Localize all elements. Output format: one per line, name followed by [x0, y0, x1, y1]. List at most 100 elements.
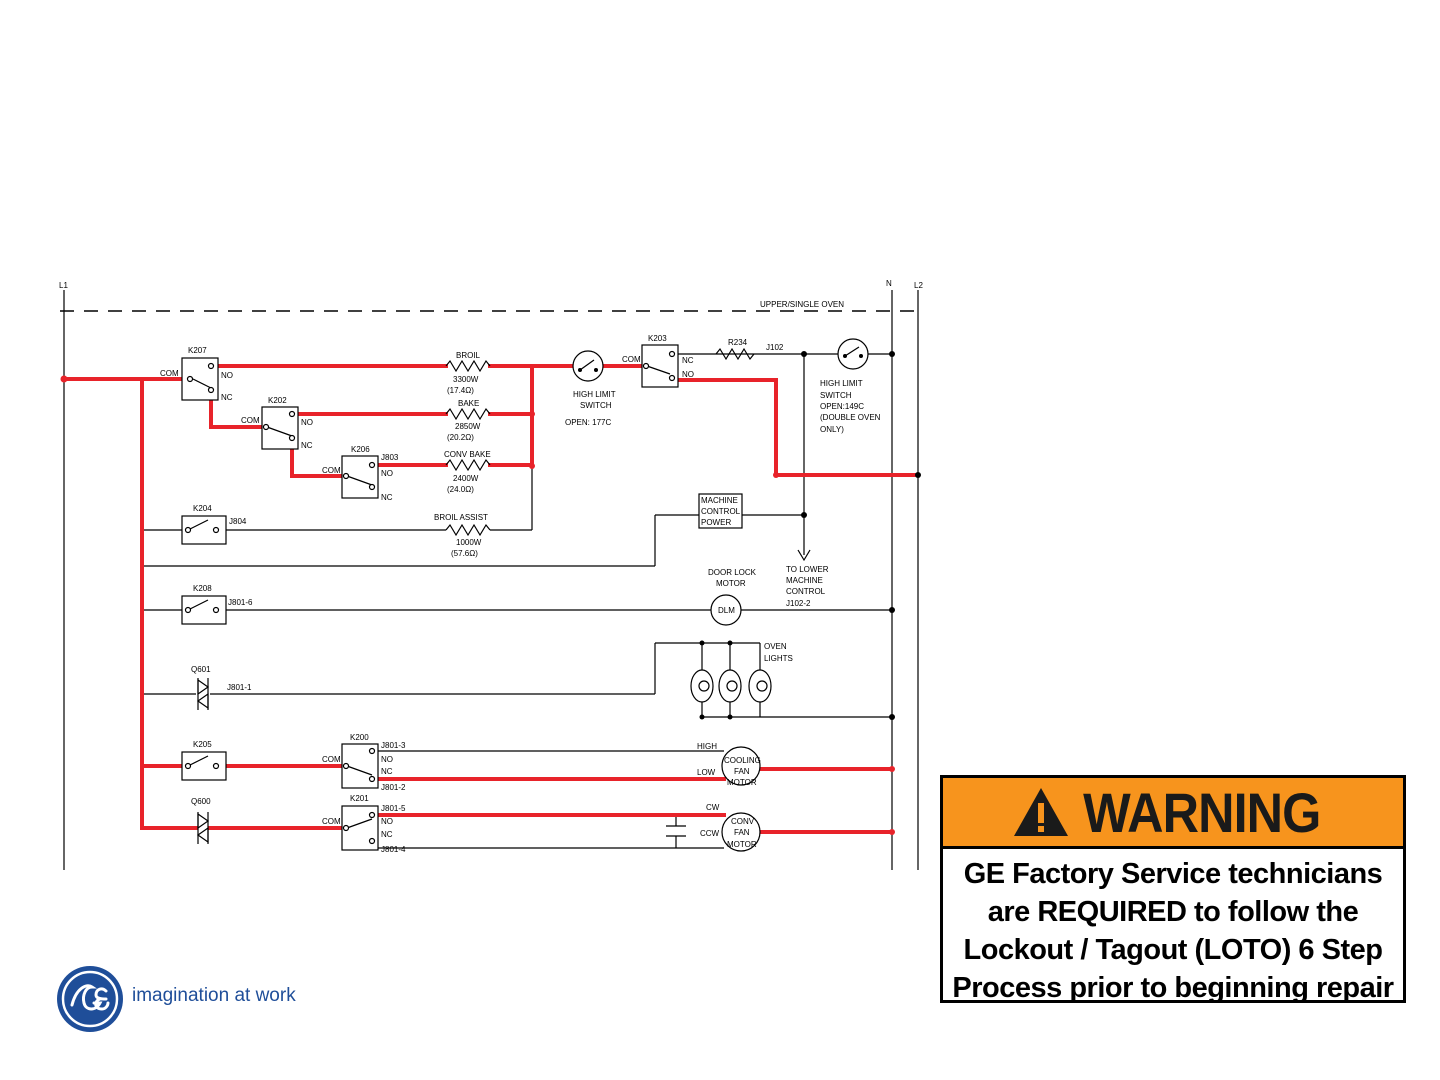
svg-text:NO: NO	[682, 370, 694, 379]
svg-text:3300W: 3300W	[453, 375, 479, 384]
element-broil-assist: BROIL ASSIST 1000W (57.6Ω)	[434, 513, 491, 558]
svg-text:BROIL ASSIST: BROIL ASSIST	[434, 513, 488, 522]
svg-text:J801-4: J801-4	[381, 845, 406, 854]
l1-label: L1	[59, 281, 68, 290]
svg-text:J801-2: J801-2	[381, 783, 406, 792]
svg-text:R234: R234	[728, 338, 748, 347]
svg-text:CONV: CONV	[731, 817, 755, 826]
svg-text:J801-1: J801-1	[227, 683, 252, 692]
svg-text:LIGHTS: LIGHTS	[764, 654, 793, 663]
svg-text:ONLY): ONLY)	[820, 425, 844, 434]
svg-text:NO: NO	[381, 755, 393, 764]
section-label: UPPER/SINGLE OVEN	[760, 300, 844, 309]
svg-text:BAKE: BAKE	[458, 399, 479, 408]
svg-text:FAN: FAN	[734, 828, 750, 837]
svg-text:SWITCH: SWITCH	[820, 391, 852, 400]
svg-text:MACHINE: MACHINE	[701, 496, 738, 505]
svg-text:TO LOWER: TO LOWER	[786, 565, 829, 574]
relay-k205: K205	[181, 740, 227, 781]
svg-text:NC: NC	[221, 393, 233, 402]
svg-text:COM: COM	[160, 369, 179, 378]
convection-fan-motor: CONV FAN MOTOR CW CCW	[700, 803, 761, 852]
svg-text:COM: COM	[322, 755, 341, 764]
relay-k200: K200 COM J801-3 NO NC J801-2	[322, 733, 406, 792]
svg-text:COM: COM	[322, 817, 341, 826]
svg-text:MACHINE: MACHINE	[786, 576, 823, 585]
svg-text:DLM: DLM	[718, 606, 735, 615]
svg-text:(57.6Ω): (57.6Ω)	[451, 549, 478, 558]
l2-label: L2	[914, 281, 923, 290]
svg-text:J102-2: J102-2	[786, 599, 811, 608]
svg-text:HIGH LIMIT: HIGH LIMIT	[573, 390, 616, 399]
svg-text:SWITCH: SWITCH	[580, 401, 612, 410]
svg-text:COM: COM	[622, 355, 641, 364]
svg-text:K204: K204	[193, 504, 212, 513]
svg-text:OPEN:149C: OPEN:149C	[820, 402, 864, 411]
svg-text:CONV BAKE: CONV BAKE	[444, 450, 491, 459]
high-limit-switch-177c: HIGH LIMIT SWITCH OPEN: 177C	[565, 350, 616, 427]
loto-warning-box: WARNING GE Factory Service technicians a…	[940, 775, 1406, 1004]
warning-header: WARNING	[943, 778, 1403, 849]
svg-text:J801-6: J801-6	[228, 598, 253, 607]
relay-k208: K208 J801-6	[181, 584, 253, 625]
svg-text:LOW: LOW	[697, 768, 716, 777]
resistor-r234: R234 J102	[715, 338, 784, 361]
svg-text:NO: NO	[301, 418, 313, 427]
svg-text:(24.0Ω): (24.0Ω)	[447, 485, 474, 494]
door-lock-motor: DLM DOOR LOCK MOTOR	[708, 568, 757, 626]
element-conv-bake: CONV BAKE 2400W (24.0Ω)	[444, 450, 491, 494]
high-limit-switch-149c: HIGH LIMIT SWITCH OPEN:149C (DOUBLE OVEN…	[820, 338, 881, 434]
relay-k204: K204 J804	[181, 504, 247, 545]
svg-text:K206: K206	[351, 445, 370, 454]
svg-text:Q601: Q601	[191, 665, 211, 674]
svg-text:COOLING: COOLING	[724, 756, 761, 765]
triac-q600: Q600	[191, 797, 211, 844]
svg-text:2400W: 2400W	[453, 474, 479, 483]
svg-text:NO: NO	[221, 371, 233, 380]
svg-text:OPEN: 177C: OPEN: 177C	[565, 418, 611, 427]
svg-text:HIGH LIMIT: HIGH LIMIT	[820, 379, 863, 388]
oven-lights: OVEN LIGHTS	[690, 642, 793, 703]
element-bake: BAKE 2850W (20.2Ω)	[445, 399, 491, 442]
relay-k203: K203 COM NC NO	[622, 334, 694, 388]
svg-text:2850W: 2850W	[455, 422, 481, 431]
svg-text:CONTROL: CONTROL	[701, 507, 741, 516]
svg-text:FAN: FAN	[734, 767, 750, 776]
svg-text:K201: K201	[350, 794, 369, 803]
cooling-fan-motor: COOLING FAN MOTOR HIGH LOW	[697, 742, 761, 787]
svg-text:K202: K202	[268, 396, 287, 405]
to-lower-machine-control: TO LOWER MACHINE CONTROL J102-2	[786, 565, 829, 608]
svg-text:CONTROL: CONTROL	[786, 587, 826, 596]
svg-text:K208: K208	[193, 584, 212, 593]
relay-k207: K207 COM NO NC	[160, 346, 233, 402]
triac-q601: Q601 J801-1	[191, 665, 252, 710]
svg-text:K207: K207	[188, 346, 207, 355]
svg-text:NC: NC	[301, 441, 313, 450]
svg-text:COM: COM	[241, 416, 260, 425]
warning-message: GE Factory Service technicians are REQUI…	[952, 858, 1394, 1004]
svg-text:BROIL: BROIL	[456, 351, 481, 360]
n-label: N	[886, 279, 892, 288]
svg-text:NO: NO	[381, 817, 393, 826]
svg-text:MOTOR: MOTOR	[727, 778, 757, 787]
svg-text:K205: K205	[193, 740, 212, 749]
svg-text:1000W: 1000W	[456, 538, 482, 547]
svg-text:J804: J804	[229, 517, 247, 526]
ge-monogram-logo	[57, 966, 123, 1032]
svg-text:J803: J803	[381, 453, 399, 462]
svg-text:J102: J102	[766, 343, 784, 352]
relay-k202: K202 COM NO NC	[241, 396, 313, 450]
svg-text:NC: NC	[381, 830, 393, 839]
svg-text:NO: NO	[381, 469, 393, 478]
svg-text:NC: NC	[381, 767, 393, 776]
svg-text:(20.2Ω): (20.2Ω)	[447, 433, 474, 442]
svg-text:Q600: Q600	[191, 797, 211, 806]
svg-text:CW: CW	[706, 803, 720, 812]
svg-text:MOTOR: MOTOR	[716, 579, 746, 588]
svg-text:DOOR LOCK: DOOR LOCK	[708, 568, 757, 577]
black-wiring	[142, 353, 892, 849]
svg-text:HIGH: HIGH	[697, 742, 717, 751]
svg-text:J801-3: J801-3	[381, 741, 406, 750]
svg-text:K200: K200	[350, 733, 369, 742]
